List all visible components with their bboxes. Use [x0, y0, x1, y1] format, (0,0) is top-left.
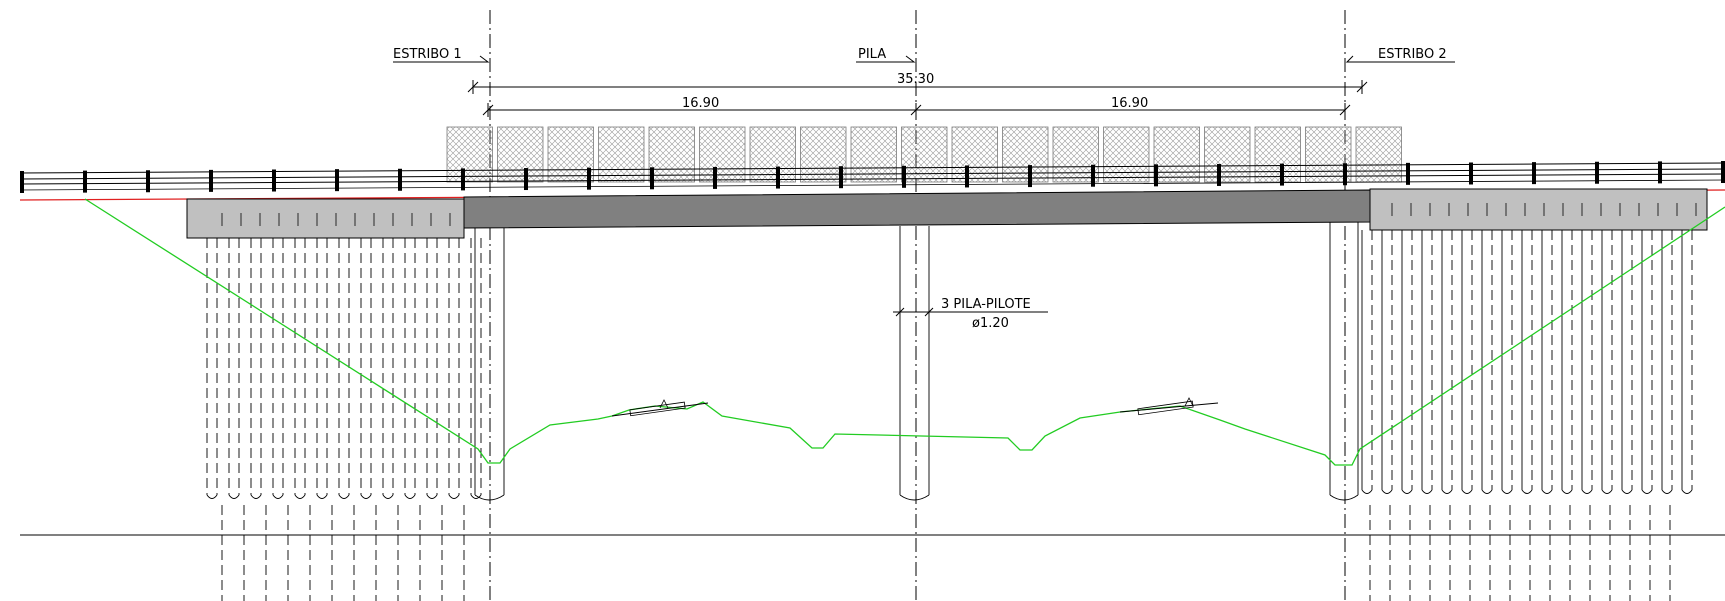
guardrail-post — [1028, 165, 1032, 188]
guardrail-post — [398, 168, 402, 191]
label-estribo-1: ESTRIBO 1 — [393, 47, 462, 62]
guardrail-post — [524, 168, 528, 191]
mesh-panel — [1153, 126, 1200, 183]
bridge-deck — [463, 189, 1371, 229]
protective-mesh-panels — [446, 126, 1402, 183]
guardrail-post — [83, 170, 87, 193]
mesh-panel — [850, 126, 897, 183]
guardrail-post — [713, 166, 717, 189]
abutment-2-piles — [1329, 222, 1693, 501]
abutment-cap-2 — [1369, 188, 1708, 231]
guardrail-post — [1091, 164, 1095, 187]
guardrail-post — [902, 165, 906, 188]
guardrail-post — [461, 168, 465, 191]
mesh-panel — [699, 126, 746, 183]
pile-note-text: 3 PILA-PILOTE — [941, 297, 1031, 312]
mesh-panel — [1254, 126, 1301, 183]
pile-diameter-text: ø1.20 — [972, 316, 1009, 331]
mesh-panel — [497, 126, 544, 183]
guardrail — [19, 161, 1725, 193]
guardrail-post — [146, 170, 150, 193]
channel-left — [611, 399, 709, 417]
abutment-1-piles — [206, 228, 505, 501]
guardrail-post — [1721, 161, 1725, 184]
mesh-panel — [749, 126, 796, 183]
mesh-panel — [1355, 126, 1402, 183]
guardrail-post — [965, 165, 969, 188]
dim-span-right-value: 16.90 — [1111, 96, 1148, 111]
guardrail-post — [20, 170, 24, 193]
guardrail-post — [1406, 162, 1410, 185]
guardrail-post — [1658, 161, 1662, 184]
leader-estribo-1 — [393, 55, 490, 63]
guardrail-post — [587, 167, 591, 190]
mesh-panel — [800, 126, 847, 183]
guardrail-post — [272, 169, 276, 192]
mesh-panel — [446, 126, 493, 183]
label-pila: PILA — [858, 47, 886, 62]
guardrail-post — [1343, 163, 1347, 186]
mesh-panel — [547, 126, 594, 183]
mesh-panel — [598, 126, 645, 183]
support-centerlines — [489, 10, 1346, 601]
guardrail-post — [1154, 164, 1158, 187]
mesh-panel — [901, 126, 948, 183]
dim-span-left-value: 16.90 — [682, 96, 719, 111]
guardrail-post — [1280, 163, 1284, 186]
dimension-lines: 35.30 16.90 16.90 — [467, 72, 1368, 117]
leader-estribo-2 — [1345, 55, 1455, 63]
abutment-cap-1 — [186, 198, 465, 239]
guardrail-post — [1217, 163, 1221, 186]
terrain-profile — [84, 198, 1725, 466]
pile-diameter-dimension: 3 PILA-PILOTE ø1.20 — [893, 297, 1048, 331]
dim-total-value: 35.30 — [897, 72, 934, 87]
support-labels: ESTRIBO 1 PILA ESTRIBO 2 — [393, 47, 1455, 63]
guardrail-post — [1532, 162, 1536, 185]
guardrail-post — [335, 169, 339, 192]
guardrail-post — [1469, 162, 1473, 185]
mesh-panel — [1103, 126, 1150, 183]
mesh-panel — [1204, 126, 1251, 183]
mesh-panel — [1002, 126, 1049, 183]
central-pier-pile — [899, 226, 930, 501]
pile-continuation-lines — [221, 505, 1671, 601]
channel-right — [1119, 397, 1219, 416]
cap-ticks — [221, 203, 1697, 226]
leader-pila — [856, 55, 916, 63]
guardrail-post — [839, 166, 843, 189]
guardrail-post — [776, 166, 780, 189]
guardrail-post — [650, 167, 654, 190]
label-estribo-2: ESTRIBO 2 — [1378, 47, 1447, 62]
guardrail-post — [1595, 161, 1599, 184]
mesh-panel — [648, 126, 695, 183]
guardrail-post — [209, 169, 213, 192]
